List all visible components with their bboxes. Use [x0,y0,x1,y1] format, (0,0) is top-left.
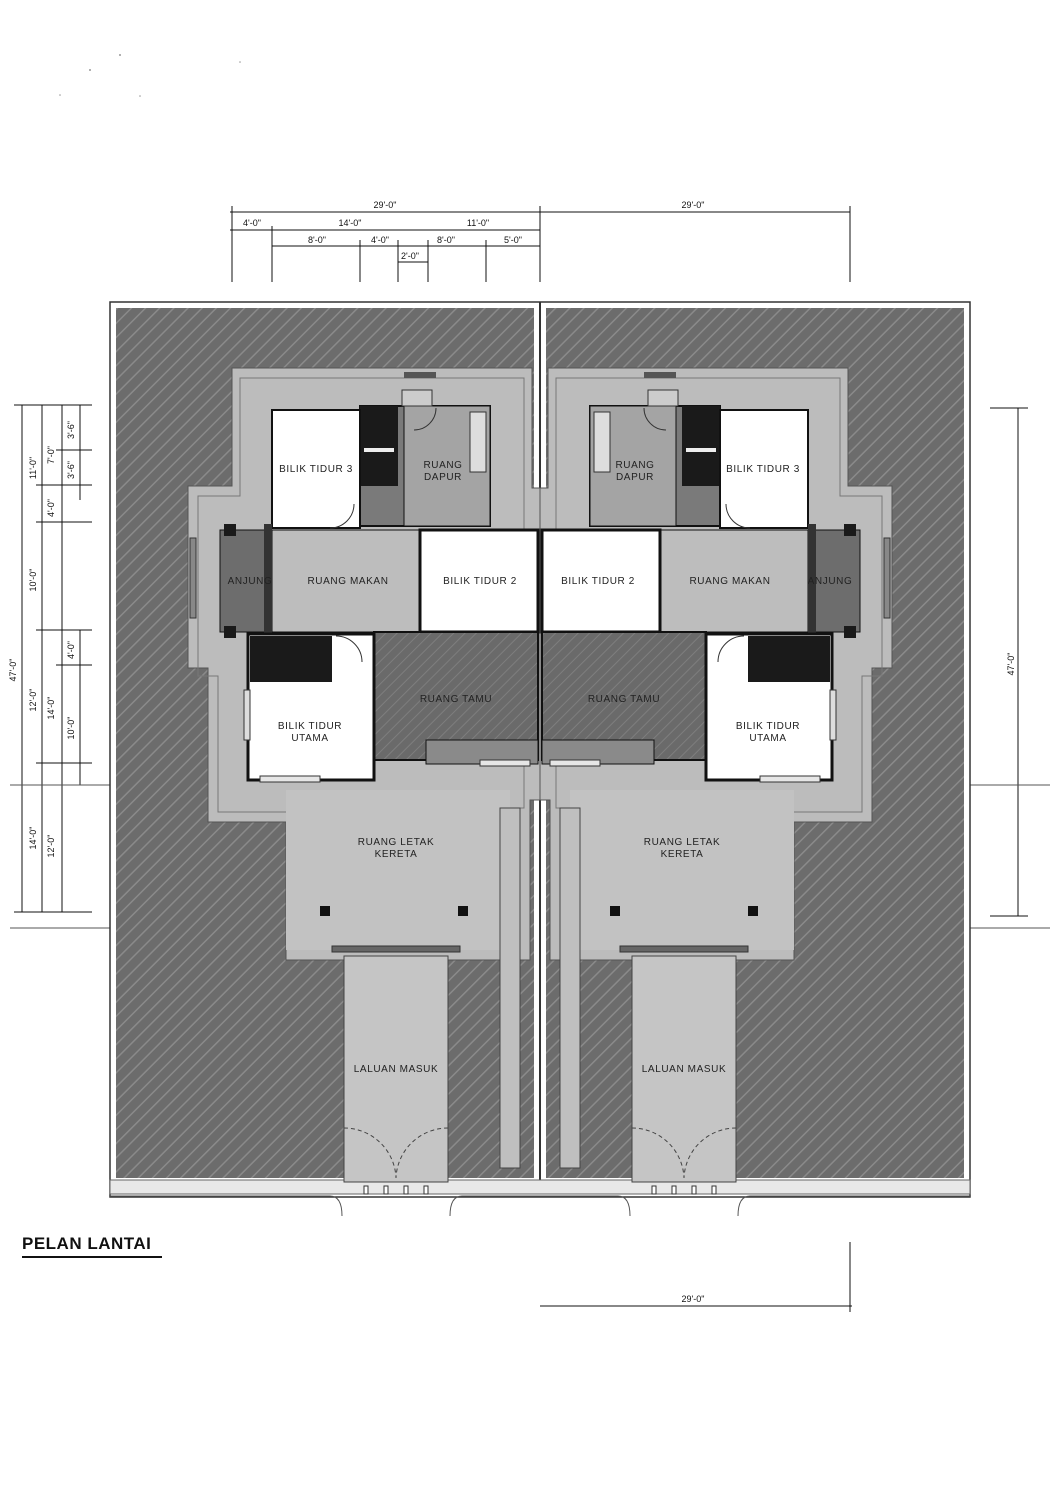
top-dimensions [230,206,851,282]
dining-left [265,529,427,633]
label-ruang-dapur-left-1: RUANG [423,460,462,471]
carport-left [286,790,510,950]
right-dimension [990,407,1028,917]
dim-top-h: 2'-0" [401,251,419,261]
dim-left-7: 7'-0" [46,446,56,464]
label-ruang-dapur-right-2: DAPUR [616,472,654,483]
scan-specks [59,54,241,97]
label-bilik-tidur-2-right: BILIK TIDUR 2 [561,576,635,587]
label-ruang-dapur-left-2: DAPUR [424,472,462,483]
kerb-right [737,1195,970,1217]
house-right [539,367,893,1195]
dim-top-total-left: 29'-0" [374,200,397,210]
plan-title: PELAN LANTAI [22,1234,152,1253]
dim-left-11: 11'-0" [28,457,38,479]
dim-left-12b: 12'-0" [46,835,56,858]
road-strip [109,1179,971,1195]
left-dimension-labels: 47'-0" 11'-0" 10'-0" 12'-0" 14'-0" 7'-0"… [8,421,76,857]
kerb-left [110,1195,343,1217]
label-ruang-letak-kereta-right-2: KERETA [661,849,704,860]
dim-left-14b: 14'-0" [46,697,56,720]
living-left [373,631,539,761]
room-labels-right: BILIK TIDUR 3 RUANG DAPUR ANJUNG RUANG M… [561,460,852,1075]
label-bilik-tidur-utama-left-1: BILIK TIDUR [278,721,342,732]
label-ruang-dapur-right-1: RUANG [615,460,654,471]
dim-left-10: 10'-0" [28,569,38,592]
dim-right-total: 47'-0" [1006,653,1016,676]
dim-bottom-total: 29'-0" [682,1294,705,1304]
dim-left-4b: 4'-0" [66,641,76,659]
anjung-left [219,529,273,633]
label-bilik-tidur-utama-right-1: BILIK TIDUR [736,721,800,732]
label-ruang-tamu-left: RUANG TAMU [420,694,492,705]
dim-top-g: 5'-0" [504,235,522,245]
dim-left-4a: 4'-0" [46,499,56,517]
label-ruang-makan-right: RUANG MAKAN [689,576,770,587]
dim-left-3-6b: 3'-6" [66,461,76,479]
label-bilik-tidur-2-left: BILIK TIDUR 2 [443,576,517,587]
dim-left-10b: 10'-0" [66,717,76,740]
bedroom3-left [271,409,361,529]
dim-left-14: 14'-0" [28,827,38,850]
dim-left-outer: 47'-0" [8,659,18,682]
dim-top-b: 14'-0" [339,218,362,228]
dim-top-a: 4'-0" [243,218,261,228]
title-underline [22,1256,162,1258]
room-labels-left: BILIK TIDUR 3 RUANG DAPUR ANJUNG RUANG M… [228,460,517,1075]
label-bilik-tidur-3-left: BILIK TIDUR 3 [279,464,353,475]
label-ruang-tamu-right: RUANG TAMU [588,694,660,705]
label-ruang-makan-left: RUANG MAKAN [307,576,388,587]
left-dimensions [14,404,92,913]
dim-top-d: 8'-0" [308,235,326,245]
label-bilik-tidur-utama-left-2: UTAMA [291,733,328,744]
dim-top-f: 8'-0" [437,235,455,245]
label-laluan-masuk-right: LALUAN MASUK [642,1064,726,1075]
dim-top-c: 11'-0" [467,218,489,228]
carport-right [570,790,794,950]
bedroom3-right [719,409,809,529]
house-left [187,367,541,1195]
bottom-dimension [540,1242,852,1312]
dim-top-e: 4'-0" [371,235,389,245]
label-anjung-right: ANJUNG [808,576,853,587]
label-laluan-masuk-left: LALUAN MASUK [354,1064,438,1075]
dim-left-3-6a: 3'-6" [66,421,76,439]
entrance-path-right [631,955,737,1183]
label-ruang-letak-kereta-right-1: RUANG LETAK [644,837,720,848]
bedroom2-left [418,528,540,634]
living-right [541,631,707,761]
dim-left-12: 12'-0" [28,689,38,712]
dim-top-total-right: 29'-0" [682,200,705,210]
label-anjung-left: ANJUNG [228,576,273,587]
top-dimension-labels: 29'-0" 29'-0" 4'-0" 14'-0" 11'-0" 8'-0" … [243,200,704,261]
anjung-right [807,529,861,633]
label-bilik-tidur-utama-right-2: UTAMA [749,733,786,744]
label-bilik-tidur-3-right: BILIK TIDUR 3 [726,464,800,475]
entrance-path-left [343,955,449,1183]
kerb-mid [449,1195,631,1217]
label-ruang-letak-kereta-left-1: RUANG LETAK [358,837,434,848]
label-ruang-letak-kereta-left-2: KERETA [375,849,418,860]
